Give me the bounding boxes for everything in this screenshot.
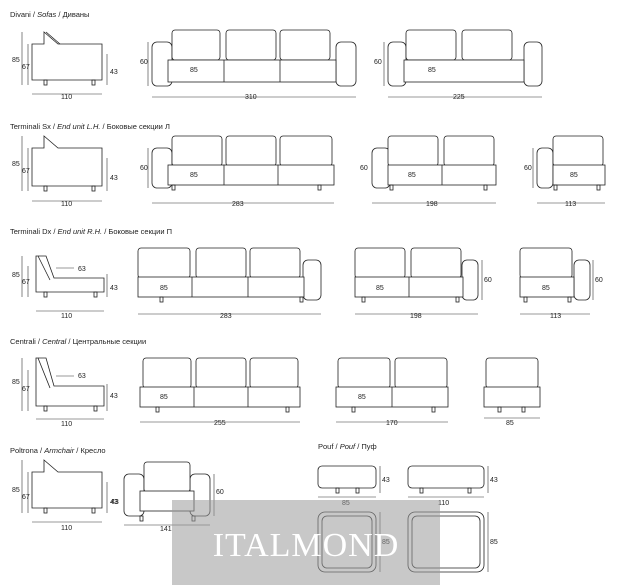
section-title-armchair: Poltrona / Armchair / Кресло [10, 446, 106, 455]
dim-seat-depth: 85 [160, 394, 168, 401]
end-unit-rh-side-view: 85 67 63 43 110 [12, 255, 118, 320]
dim-height: 43 [382, 477, 390, 484]
sofa-front-310: 60 85 310 [140, 29, 357, 101]
dim-arm-height: 43 [110, 285, 118, 292]
dim-width: 283 [232, 201, 244, 208]
dim-seat-depth: 85 [570, 172, 578, 179]
dim-seat-depth: 85 [428, 67, 436, 74]
end-unit-lh-front-113: 60 85 113 [524, 135, 606, 208]
dim-seat-height: 67 [22, 64, 30, 71]
central-front-255: 85 255 [139, 357, 301, 427]
dim-width: 85 [506, 420, 514, 427]
end-unit-lh-front-198: 60 85 198 [360, 135, 497, 208]
dim-width: 170 [386, 420, 398, 427]
section-title-central: Centrali / Central / Центральные секции [10, 337, 146, 346]
dim-height: 60 [216, 489, 224, 496]
dim-back: 63 [78, 373, 86, 380]
dim-seat-depth: 85 [542, 285, 550, 292]
end-unit-rh-front-198: 60 85 198 [354, 247, 492, 320]
section-title-end-unit-lh: Terminali Sx / End unit L.H. / Боковые с… [10, 122, 170, 131]
dim-arm-height: 43 [110, 69, 118, 76]
dim-arm-height: 43 [110, 175, 118, 182]
section-title-pouf: Pouf / Pouf / Пуф [318, 442, 377, 451]
dim-arm-height: 43 [110, 499, 118, 506]
dim-seat-height: 67 [22, 279, 30, 286]
dim-seat-depth: 85 [358, 394, 366, 401]
dim-seat-depth: 85 [190, 67, 198, 74]
central-front-85: 85 [483, 357, 541, 427]
dim-width: 310 [245, 94, 257, 101]
dim-seat-depth: 85 [408, 172, 416, 179]
dim-height: 60 [595, 277, 603, 284]
dim-seat-height: 67 [22, 168, 30, 175]
dim-seat-height: 67 [22, 494, 30, 501]
dim-height: 85 [12, 57, 20, 64]
sofa-front-225: 60 85 225 [374, 29, 543, 101]
dim-depth: 110 [61, 313, 72, 320]
dim-arm-height: 43 [110, 393, 118, 400]
end-unit-lh-side-view: 85 67 43 110 [12, 135, 118, 208]
dim-height: 60 [484, 277, 492, 284]
dim-width: 141 [160, 526, 172, 533]
dim-width: 110 [438, 500, 449, 507]
section-title-sofas: Divani / Sofas / Диваны [10, 10, 89, 19]
central-side-view: 85 67 63 43 110 [12, 357, 118, 428]
dim-depth: 110 [61, 201, 72, 208]
dim-width: 225 [453, 94, 465, 101]
dim-height: 60 [524, 165, 532, 172]
dim-height: 85 [12, 487, 20, 494]
dim-depth: 110 [61, 525, 72, 532]
end-unit-rh-front-113: 60 85 113 [519, 247, 603, 320]
section-title-end-unit-rh: Terminali Dx / End unit R.H. / Боковые с… [10, 227, 172, 236]
dim-height: 85 [12, 379, 20, 386]
dim-depth: 110 [61, 94, 72, 101]
end-unit-rh-front-283: 85 283 [137, 247, 322, 320]
dim-depth: 110 [61, 421, 72, 428]
dim-height: 60 [140, 165, 148, 172]
dim-width: 113 [565, 201, 576, 208]
dim-seat-depth: 85 [190, 172, 198, 179]
dim-width: 198 [410, 313, 422, 320]
dim-height: 60 [140, 59, 148, 66]
dim-back: 63 [78, 266, 86, 273]
dim-width: 198 [426, 201, 438, 208]
dim-arm-height: 43 [111, 499, 119, 506]
dim-width: 113 [550, 313, 561, 320]
central-front-170: 85 170 [335, 357, 449, 427]
dim-seat-depth: 85 [160, 285, 168, 292]
dim-height: 43 [490, 477, 498, 484]
dim-height: 60 [374, 59, 382, 66]
dim-depth: 85 [490, 539, 498, 546]
dim-width: 283 [220, 313, 232, 320]
dim-height: 85 [12, 272, 20, 279]
watermark-text: ITALMOND [213, 527, 400, 564]
dim-seat-height: 67 [22, 386, 30, 393]
dim-height: 60 [360, 165, 368, 172]
sofa-side-view: 85 67 43 110 [12, 31, 118, 101]
dim-width: 255 [214, 420, 226, 427]
end-unit-lh-front-283: 60 85 283 [140, 135, 335, 208]
dim-height: 85 [12, 161, 20, 168]
dim-seat-depth: 85 [376, 285, 384, 292]
armchair-side-view: 85 67 43 110 [12, 459, 118, 532]
italmond-watermark: ITALMOND [172, 500, 440, 585]
